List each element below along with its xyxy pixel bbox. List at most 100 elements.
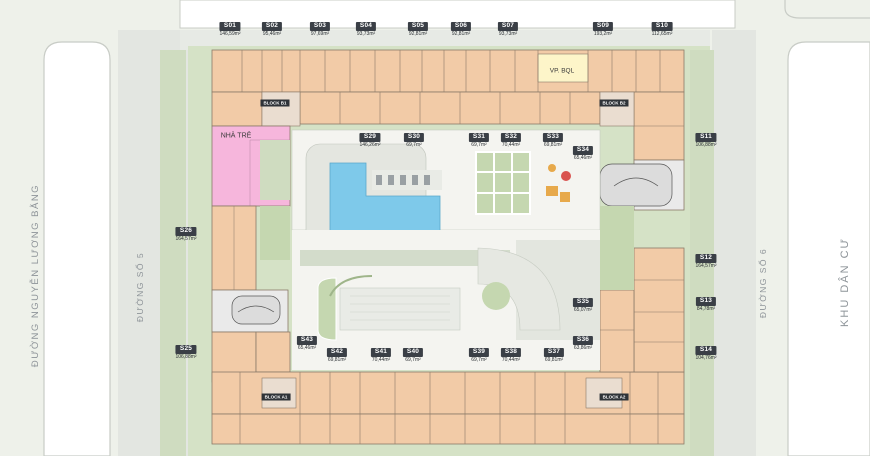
unit-code: S09 xyxy=(592,22,614,31)
unit-area: 146,59m² xyxy=(219,30,241,37)
unit-code: S41 xyxy=(370,348,392,357)
unit-code: S10 xyxy=(651,22,673,31)
unit-code: S35 xyxy=(572,298,594,307)
unit-code: S14 xyxy=(695,346,717,355)
unit-code: S04 xyxy=(355,22,377,31)
unit-code: S30 xyxy=(403,133,425,142)
unit-code: S05 xyxy=(407,22,429,31)
unit-area: 92,81m² xyxy=(408,30,428,37)
unit-area: 69,81m² xyxy=(327,356,347,363)
unit-area: 112,65m² xyxy=(651,30,673,37)
unit-code: S29 xyxy=(359,133,381,142)
unit-code: S37 xyxy=(543,348,565,357)
unit-code: S02 xyxy=(261,22,283,31)
unit-code: S11 xyxy=(695,133,717,142)
unit-code: S38 xyxy=(500,348,522,357)
management-office-label: VP. BQL xyxy=(549,67,575,75)
unit-code: S33 xyxy=(542,133,564,142)
unit-code: S40 xyxy=(402,348,424,357)
road-so-6: ĐƯỜNG SỐ 6 xyxy=(758,247,769,319)
unit-area: 70,44m² xyxy=(501,356,521,363)
unit-code: S06 xyxy=(450,22,472,31)
unit-code: S39 xyxy=(468,348,490,357)
block-a2-label: BLOCK A2 xyxy=(599,393,629,401)
unit-area: 69,81m² xyxy=(543,141,563,148)
unit-area: 63,86m² xyxy=(573,344,593,351)
unit-area: 146,26m² xyxy=(359,141,381,148)
unit-code: S43 xyxy=(296,336,318,345)
unit-code: S13 xyxy=(695,297,717,306)
unit-area: 93,73m² xyxy=(498,30,518,37)
unit-code: S42 xyxy=(326,348,348,357)
block-b1-label: BLOCK B1 xyxy=(260,99,290,107)
unit-area: 106,88m² xyxy=(175,353,197,360)
unit-area: 70,44m² xyxy=(501,141,521,148)
unit-code: S01 xyxy=(219,22,241,31)
unit-code: S25 xyxy=(175,345,197,354)
unit-area: 193,2m² xyxy=(593,30,613,37)
unit-code: S07 xyxy=(497,22,519,31)
unit-area: 69,7m² xyxy=(405,356,421,363)
unit-area: 69,81m² xyxy=(544,356,564,363)
unit-area: 69,7m² xyxy=(471,141,487,148)
unit-code: S32 xyxy=(500,133,522,142)
unit-area: 69,7m² xyxy=(406,141,422,148)
unit-area: 106,88m² xyxy=(695,141,717,148)
unit-area: 164,57m² xyxy=(175,235,197,242)
unit-code: S31 xyxy=(468,133,490,142)
unit-area: 65,46m² xyxy=(573,154,593,161)
unit-code: S34 xyxy=(572,146,594,155)
unit-code: S12 xyxy=(695,254,717,263)
unit-area: 69,7m² xyxy=(471,356,487,363)
residential-area-label: KHU DÂN CƯ xyxy=(838,237,851,327)
unit-area: 70,44m² xyxy=(371,356,391,363)
nursery-label: NHÀ TRẺ xyxy=(220,132,252,140)
unit-area: 65,46m² xyxy=(297,344,317,351)
road-nguyen-luong-bang: ĐƯỜNG NGUYỄN LƯƠNG BẰNG xyxy=(30,183,42,368)
unit-code: S03 xyxy=(309,22,331,31)
block-b2-label: BLOCK B2 xyxy=(599,99,629,107)
unit-area: 164,57m² xyxy=(695,262,717,269)
unit-area: 84,78m² xyxy=(696,305,716,312)
unit-area: 93,73m² xyxy=(356,30,376,37)
road-so-5: ĐƯỜNG SỐ 5 xyxy=(135,251,146,323)
unit-area: 92,81m² xyxy=(451,30,471,37)
unit-code: S26 xyxy=(175,227,197,236)
unit-area: 95,46m² xyxy=(262,30,282,37)
unit-area: 97,69m² xyxy=(310,30,330,37)
unit-area: 104,76m² xyxy=(695,354,717,361)
block-a1-label: BLOCK A1 xyxy=(261,393,291,401)
